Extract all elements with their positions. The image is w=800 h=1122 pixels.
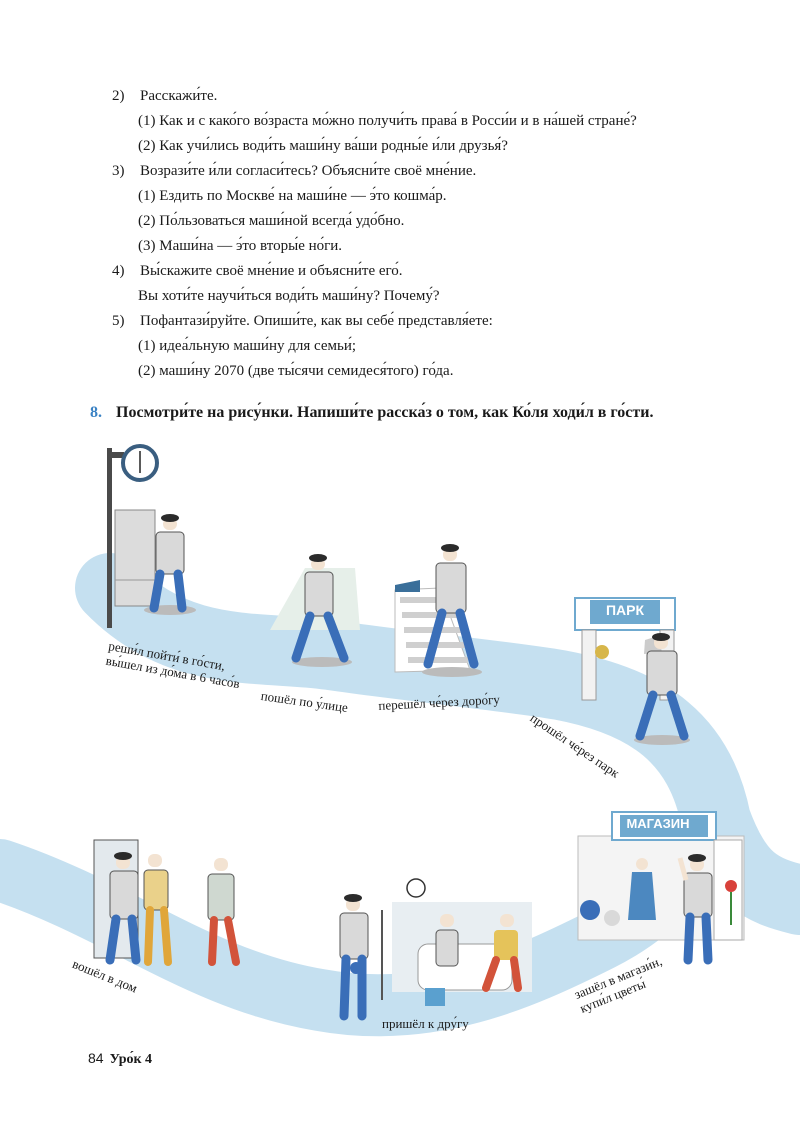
lesson-label: Уро́к 4 <box>109 1052 153 1067</box>
exercise-number: 8. <box>90 404 102 421</box>
exercise-text: Посмотри́те на рису́нки. Напиши́те расск… <box>116 404 654 421</box>
item-3-sub-2: (2) По́льзоваться маши́ной всегда́ удо́б… <box>138 213 405 229</box>
friend-boy-figure <box>482 914 522 992</box>
story-path-svg <box>0 444 800 1037</box>
item-5-sub-1: (1) идеа́льную маши́ну для семьи́; <box>138 338 357 354</box>
host-man-figure <box>207 858 240 966</box>
house-door <box>114 509 156 607</box>
item-2-sub-1: (1) Как и с како́го во́зраста мо́жно пол… <box>138 113 637 129</box>
exercise-8-heading: 8. Посмотри́те на рису́нки. Напиши́те рас… <box>90 404 653 422</box>
kolya-figure-2 <box>291 554 352 667</box>
caption-came-to-friend: пришёл к дру́гу <box>382 1016 469 1031</box>
item-5-sub-2: (2) маши́ну 2070 (две ты́сячи семидеся́т… <box>138 363 454 379</box>
item-4-sub-1: Вы хоти́те научи́ться води́ть маши́ну? П… <box>138 288 440 304</box>
item-3-sub-1: (1) Ездить по Москве́ на маши́не — э́то … <box>138 188 447 204</box>
kolya-figure-3 <box>422 544 482 677</box>
street-clock <box>107 444 159 628</box>
kolya-figure-6 <box>339 894 369 1021</box>
friend-girl-figure <box>435 914 459 967</box>
shop-sign-text: МАГАЗИН <box>626 816 690 831</box>
shop-building <box>577 811 745 941</box>
park-gate <box>574 597 676 701</box>
park-sign-text: ПАРК <box>605 602 645 618</box>
item-3-sub-3: (3) Маши́на — э́то вторы́е но́ги. <box>138 238 343 254</box>
kolya-figure-5 <box>677 854 713 965</box>
kolya-figure-4 <box>634 633 690 745</box>
item-2-sub-2: (2) Как учи́лись води́ть маши́ну ва́ши р… <box>138 138 508 154</box>
page-number: 84 <box>88 1050 104 1066</box>
story-illustration: реши́л пойти́ в го́сти, вы́шел из до́ма … <box>0 440 800 1050</box>
host-girl-figure <box>143 854 172 966</box>
florist-figure <box>628 858 656 920</box>
kolya-figure-1 <box>144 514 196 615</box>
kolya-figure-7 <box>105 852 141 965</box>
page-footer: 84 Уро́к 4 <box>88 1050 152 1068</box>
